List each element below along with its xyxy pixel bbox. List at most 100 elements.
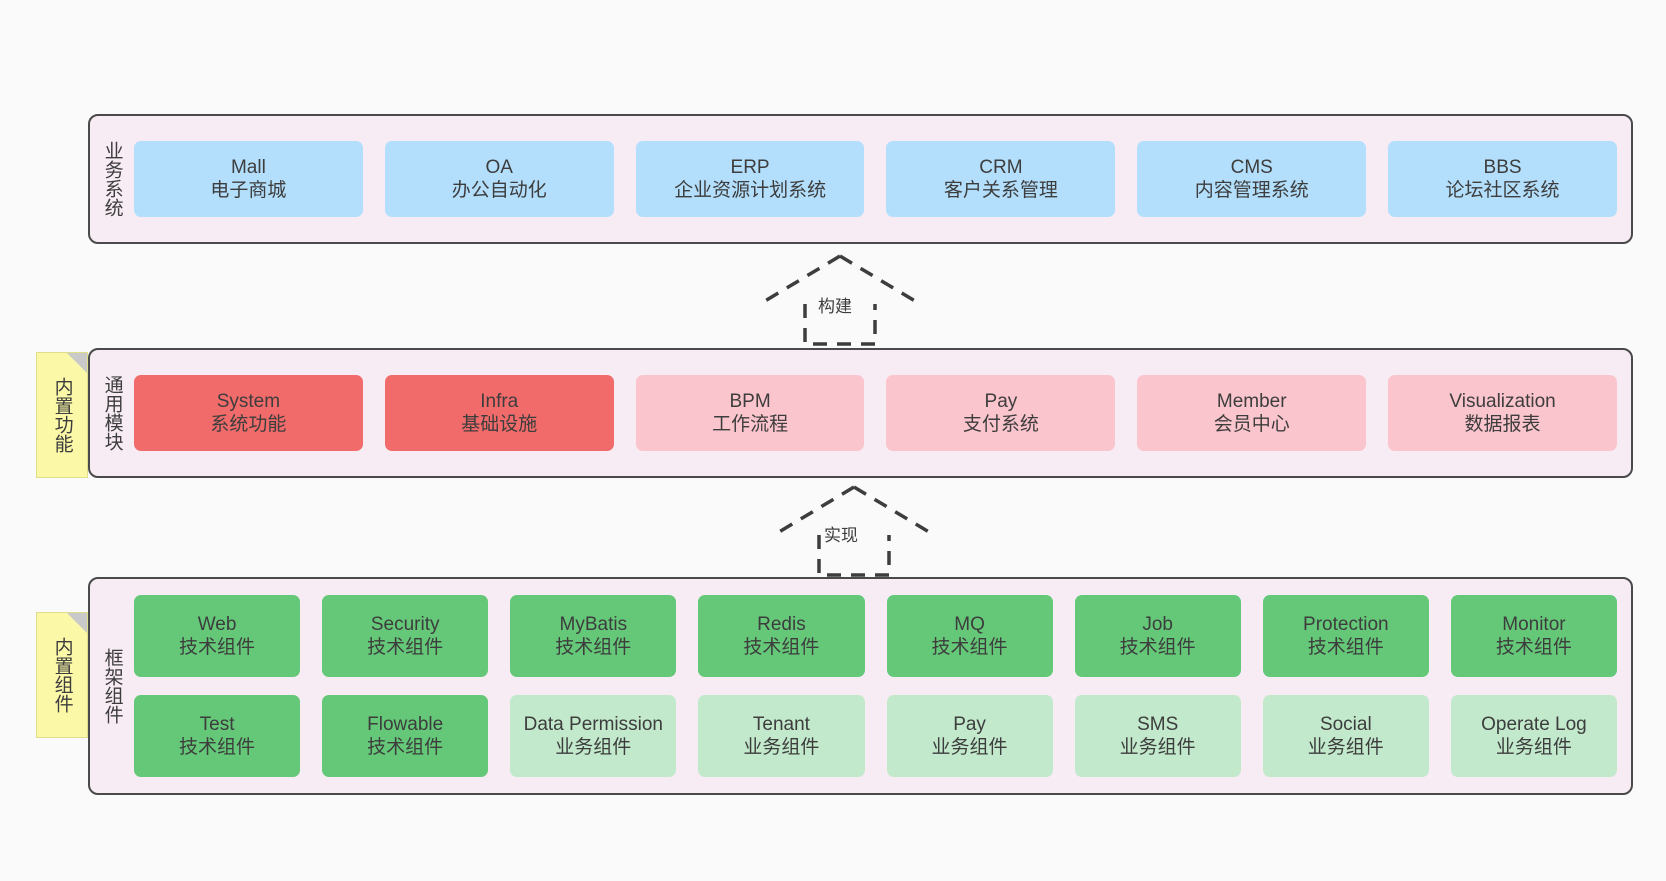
box-member[interactable]: Member 会员中心 [1137,375,1367,451]
layer-label-framework: 框架组件 [101,648,123,724]
box-pay-component[interactable]: Pay 业务组件 [886,695,1053,777]
box-subtitle: 基础设施 [461,414,538,435]
box-title: CRM [979,156,1023,178]
box-monitor[interactable]: Monitor 技术组件 [1450,595,1617,677]
layer-body-business: Mall 电子商城 OA 办公自动化 ERP 企业资源计划系统 CRM 客户关系… [134,116,1631,242]
layer-body-framework: Web 技术组件 Security 技术组件 MyBatis 技术组件 Redi… [134,579,1631,793]
box-cms[interactable]: CMS 内容管理系统 [1137,141,1367,217]
box-title: MQ [954,613,985,635]
box-oa[interactable]: OA 办公自动化 [384,141,614,217]
box-title: OA [485,156,513,178]
box-subtitle: 业务组件 [555,737,632,758]
box-subtitle: 内容管理系统 [1194,180,1309,201]
layer-panel-common: 通用模块 System 系统功能 Infra 基础设施 BPM 工作流程 Pay… [88,348,1633,478]
layer-label-common: 通用模块 [101,375,123,451]
box-mall[interactable]: Mall 电子商城 [134,141,363,217]
layer-body-common: System 系统功能 Infra 基础设施 BPM 工作流程 Pay 支付系统… [134,350,1631,476]
box-title: SMS [1137,713,1179,735]
box-title: BBS [1483,156,1522,178]
note-builtin-function: 内置功能 [36,352,88,478]
connector-implement-arrow [773,485,935,577]
box-subtitle: 业务组件 [931,737,1008,758]
box-erp[interactable]: ERP 企业资源计划系统 [635,141,865,217]
box-title: Data Permission [523,713,663,735]
box-title: Test [199,713,235,735]
box-title: Web [197,613,237,635]
box-infra[interactable]: Infra 基础设施 [384,375,614,451]
box-security[interactable]: Security 技术组件 [322,595,489,677]
box-title: Flowable [367,713,444,735]
box-subtitle: 技术组件 [367,637,444,658]
box-subtitle: 技术组件 [555,637,632,658]
box-row: Web 技术组件 Security 技术组件 MyBatis 技术组件 Redi… [134,595,1617,677]
box-mq[interactable]: MQ 技术组件 [886,595,1053,677]
box-subtitle: 技术组件 [1495,637,1572,658]
box-title: ERP [730,156,770,178]
box-subtitle: 电子商城 [210,180,287,201]
box-subtitle: 业务组件 [1119,737,1196,758]
box-protection[interactable]: Protection 技术组件 [1262,595,1429,677]
box-title: BPM [729,390,771,412]
note-builtin-component: 内置组件 [36,612,88,738]
box-title: CMS [1230,156,1273,178]
box-row: Mall 电子商城 OA 办公自动化 ERP 企业资源计划系统 CRM 客户关系… [134,141,1617,217]
box-subtitle: 技术组件 [1307,637,1384,658]
box-subtitle: 论坛社区系统 [1445,180,1560,201]
layer-label-business: 业务系统 [101,141,123,217]
box-title: Tenant [752,713,810,735]
box-subtitle: 业务组件 [1307,737,1384,758]
box-subtitle: 技术组件 [367,737,444,758]
box-title: Job [1142,613,1173,635]
box-subtitle: 会员中心 [1213,414,1290,435]
box-title: MyBatis [559,613,628,635]
box-title: Social [1319,713,1372,735]
box-subtitle: 业务组件 [1495,737,1572,758]
box-job[interactable]: Job 技术组件 [1074,595,1241,677]
box-crm[interactable]: CRM 客户关系管理 [886,141,1116,217]
box-row: Test 技术组件 Flowable 技术组件 Data Permission … [134,695,1617,777]
box-title: Infra [480,390,519,412]
box-subtitle: 客户关系管理 [943,180,1058,201]
layer-panel-business: 业务系统 Mall 电子商城 OA 办公自动化 ERP 企业资源计划系统 CRM… [88,114,1633,244]
box-visualization[interactable]: Visualization 数据报表 [1388,375,1617,451]
box-subtitle: 工作流程 [712,414,789,435]
connector-label-build: 构建 [818,297,852,316]
box-subtitle: 数据报表 [1464,414,1541,435]
box-system[interactable]: System 系统功能 [134,375,363,451]
box-subtitle: 技术组件 [179,637,256,658]
box-title: Operate Log [1481,713,1587,735]
box-tenant[interactable]: Tenant 业务组件 [698,695,865,777]
box-social[interactable]: Social 业务组件 [1262,695,1429,777]
box-title: Protection [1303,613,1389,635]
box-mybatis[interactable]: MyBatis 技术组件 [510,595,677,677]
box-row: System 系统功能 Infra 基础设施 BPM 工作流程 Pay 支付系统… [134,375,1617,451]
box-title: Member [1216,390,1287,412]
box-test[interactable]: Test 技术组件 [134,695,301,777]
box-title: System [216,390,281,412]
box-subtitle: 办公自动化 [451,180,547,201]
box-bbs[interactable]: BBS 论坛社区系统 [1388,141,1617,217]
box-title: Redis [757,613,806,635]
box-flowable[interactable]: Flowable 技术组件 [322,695,489,777]
box-subtitle: 支付系统 [962,414,1039,435]
box-sms[interactable]: SMS 业务组件 [1074,695,1241,777]
box-subtitle: 业务组件 [743,737,820,758]
box-redis[interactable]: Redis 技术组件 [698,595,865,677]
box-subtitle: 系统功能 [210,414,287,435]
box-pay-module[interactable]: Pay 支付系统 [886,375,1116,451]
box-web[interactable]: Web 技术组件 [134,595,301,677]
box-title: Monitor [1502,613,1566,635]
connector-label-implement: 实现 [824,526,858,545]
box-data-permission[interactable]: Data Permission 业务组件 [510,695,677,777]
box-title: Pay [953,713,986,735]
box-bpm[interactable]: BPM 工作流程 [635,375,865,451]
layer-panel-framework: 框架组件 Web 技术组件 Security 技术组件 MyBatis 技术组件… [88,577,1633,795]
connector-build-arrow [759,254,921,346]
box-operate-log[interactable]: Operate Log 业务组件 [1450,695,1617,777]
box-subtitle: 企业资源计划系统 [674,180,827,201]
box-subtitle: 技术组件 [743,637,820,658]
box-subtitle: 技术组件 [931,637,1008,658]
box-title: Security [370,613,440,635]
box-title: Mall [230,156,266,178]
